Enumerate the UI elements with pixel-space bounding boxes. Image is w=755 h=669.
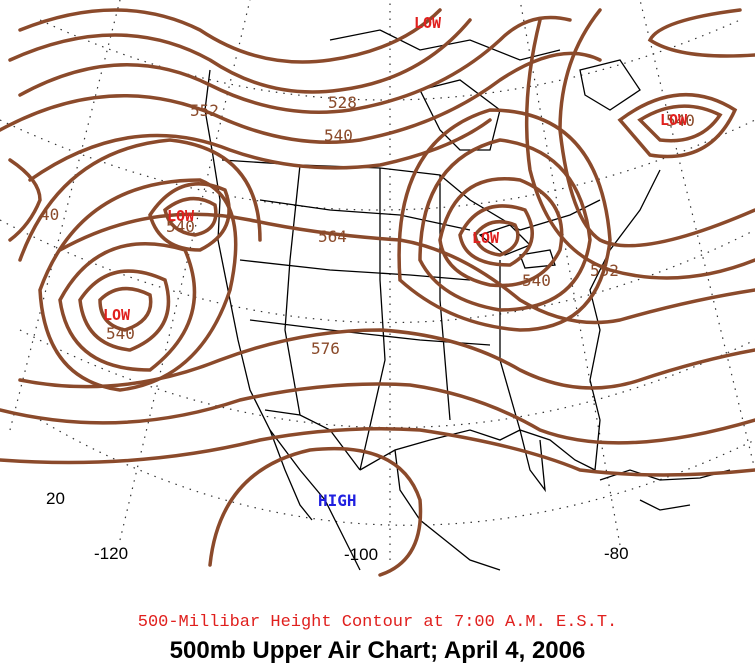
contour-label-552-east: 552 — [590, 261, 619, 280]
contour-label-540-sw: 540 — [106, 324, 135, 343]
contour-576 — [18, 328, 755, 390]
lat-label-20: 20 — [46, 489, 65, 508]
coastlines — [204, 29, 731, 571]
contour-low-gl-1 — [473, 219, 520, 257]
lat-line-20 — [39, 419, 755, 526]
lon-line-120 — [119, 0, 251, 541]
hudson-bay — [419, 79, 501, 151]
weather-map: 528 540 552 564 576 540 540 540 552 540 … — [0, 0, 755, 577]
contour-564 — [58, 212, 755, 325]
lon-label-120: -120 — [94, 544, 128, 563]
low-label-west: LOW — [167, 207, 195, 225]
chart-subtitle: 500-Millibar Height Contour at 7:00 A.M.… — [137, 613, 618, 632]
contour-top-2 — [8, 18, 472, 94]
grid-labels: 20 -120 -100 -80 — [46, 489, 629, 564]
contour-w-5 — [18, 138, 262, 262]
low-label-great-lakes: LOW — [472, 229, 500, 247]
contour-label-540-west: 540 — [166, 217, 195, 236]
east-coast — [589, 169, 661, 471]
contour-gl-4 — [418, 138, 592, 312]
contour-top-1 — [18, 8, 442, 64]
height-contours — [0, 8, 755, 577]
contour-low-w-1 — [163, 196, 218, 237]
contour-540 — [0, 51, 602, 144]
contour-low-ne-2 — [617, 92, 738, 159]
chart-title: 500mb Upper Air Chart; April 4, 2006 — [169, 637, 586, 664]
contour-label-576: 576 — [311, 339, 340, 358]
lon-line-60 — [639, 0, 755, 471]
lat-line-60 — [39, 19, 741, 101]
contour-528 — [18, 15, 572, 114]
contour-588 — [0, 427, 755, 477]
contour-ne-trough-1 — [558, 8, 755, 248]
lon-label-80: -80 — [604, 544, 629, 563]
contour-ne-ridge — [647, 8, 755, 58]
contour-label-528: 528 — [328, 93, 357, 112]
contour-low-sw-2 — [78, 269, 171, 352]
contour-low-sw-4 — [38, 178, 238, 392]
pressure-centers: LOW LOW LOW LOW LOW HIGH — [103, 14, 688, 510]
contour-labels: 528 540 552 564 576 540 540 540 552 540 … — [40, 93, 695, 358]
contour-label-540-ne: 540 — [666, 111, 695, 130]
contour-sw-cut — [8, 158, 42, 242]
contour-high — [208, 446, 423, 577]
contour-low-ne-1 — [637, 104, 723, 143]
low-label-north: LOW — [414, 14, 442, 32]
contour-label-40-edge: 40 — [40, 205, 59, 224]
contour-label-540-east: 540 — [522, 271, 551, 290]
graticule — [0, 0, 755, 560]
lon-label-100: -100 — [344, 545, 378, 564]
contour-gl-5 — [397, 108, 612, 332]
contour-552-a — [28, 118, 492, 182]
low-label-southwest: LOW — [103, 306, 131, 324]
contour-label-564: 564 — [318, 227, 347, 246]
contour-label-552-west: 552 — [190, 101, 219, 120]
greenland-tip — [579, 59, 641, 111]
contour-582 — [0, 382, 755, 445]
contour-low-sw-3 — [58, 242, 197, 372]
contour-low-gl-2 — [458, 204, 534, 267]
contour-low-w-2 — [148, 182, 231, 252]
gulf-coast — [359, 429, 596, 471]
contour-low-sw-1 — [98, 286, 153, 332]
contour-label-540-north: 540 — [324, 126, 353, 145]
lat-line-30 — [19, 329, 755, 429]
map-canvas: 528 540 552 564 576 540 540 540 552 540 … — [0, 0, 755, 577]
state-lines — [239, 164, 521, 471]
florida — [519, 429, 546, 493]
high-label-mexico: HIGH — [318, 491, 357, 510]
baja — [269, 429, 313, 521]
low-label-northeast: LOW — [660, 111, 688, 129]
contour-low-gl-3 — [438, 177, 564, 288]
mexico-coast — [394, 449, 501, 571]
